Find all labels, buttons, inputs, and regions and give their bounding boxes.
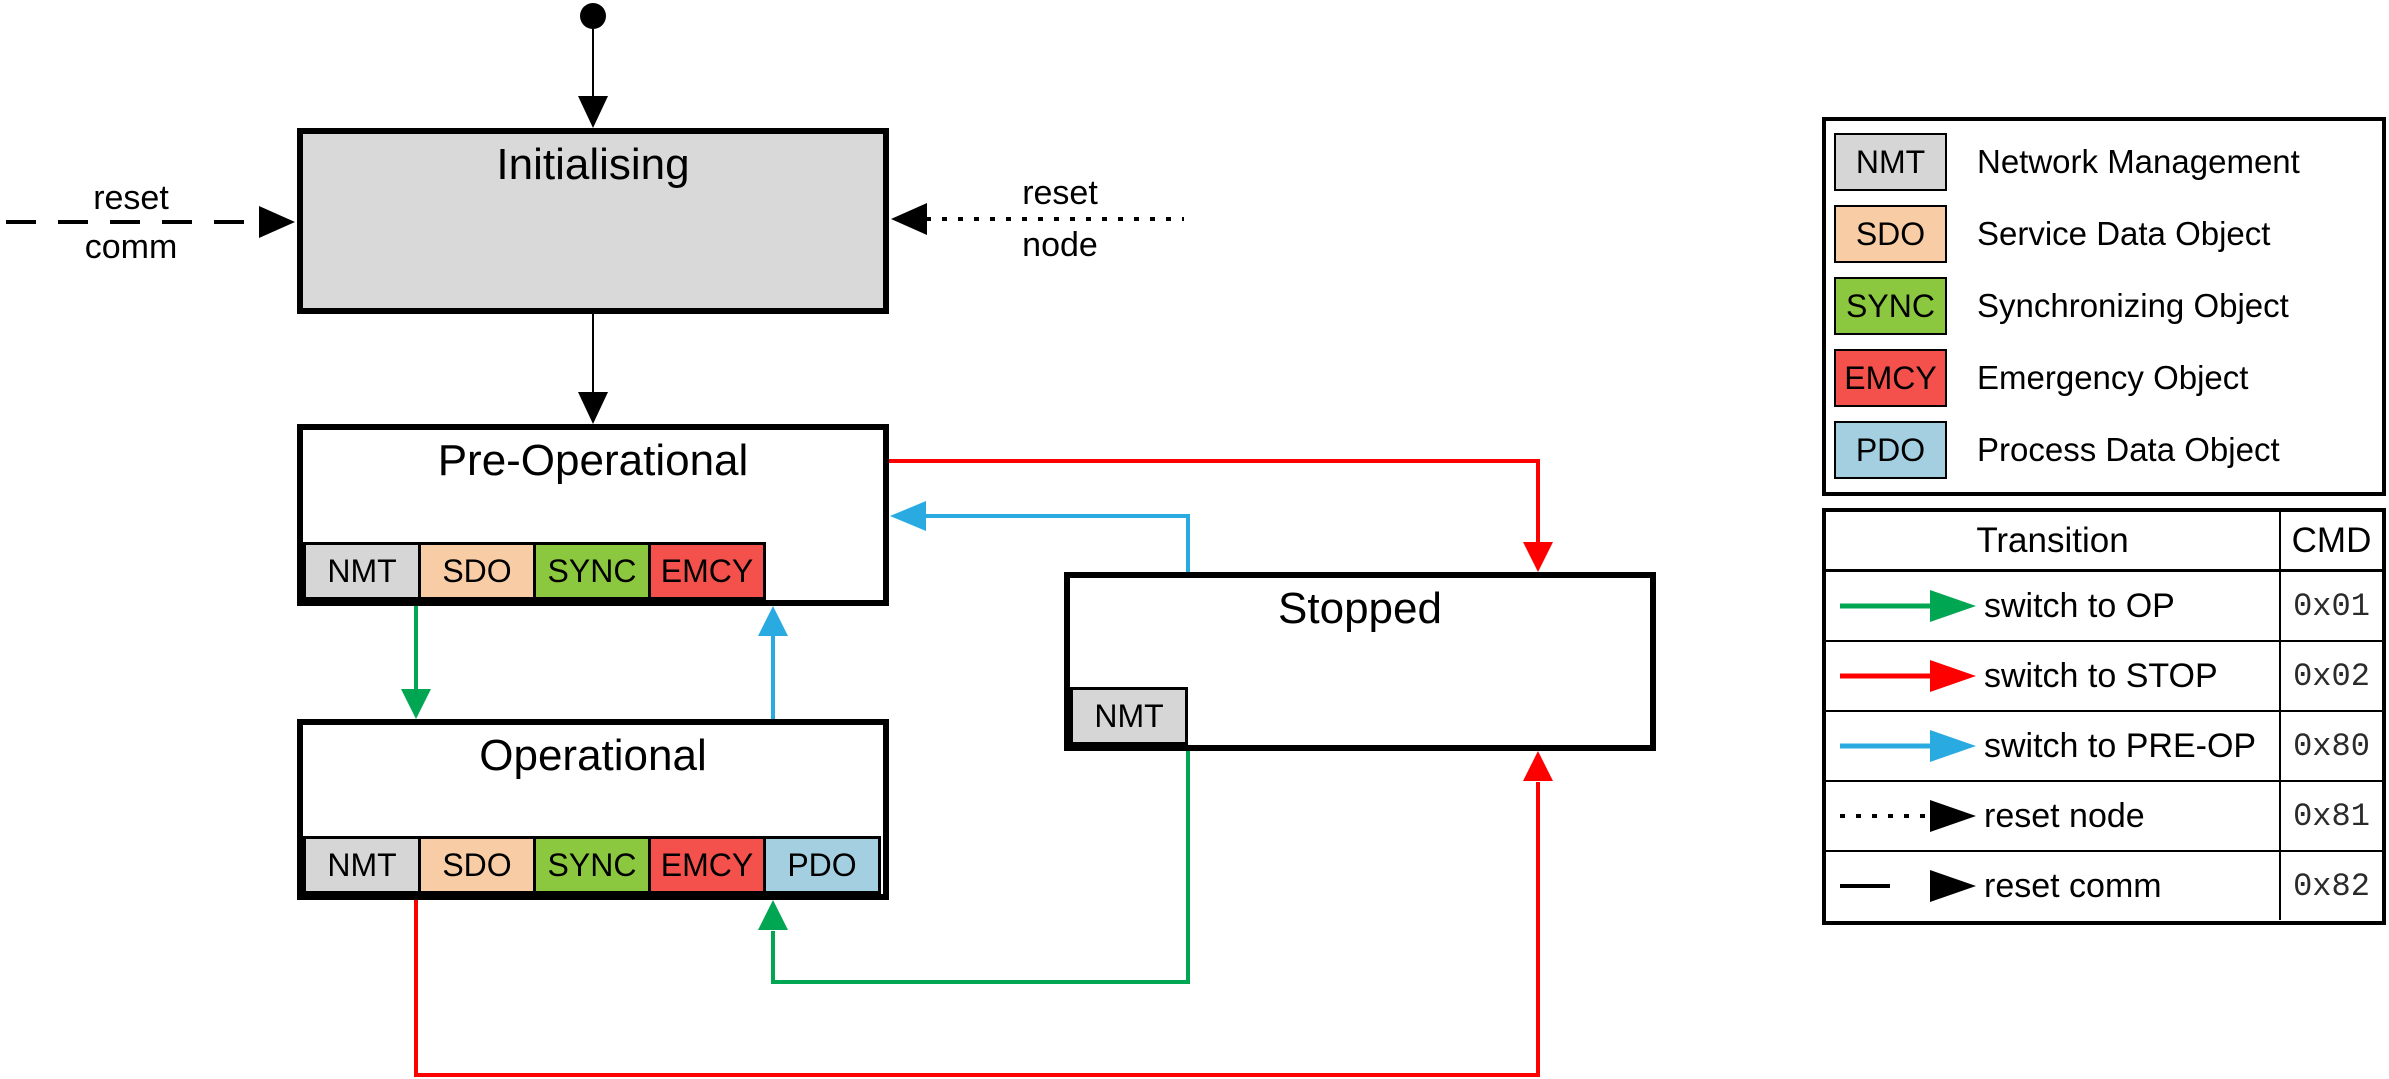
cmd-row-switch-to-op: switch to OP 0x01 bbox=[1826, 572, 2382, 640]
preop-to-stopped-arrow-head bbox=[1523, 542, 1553, 572]
red-arrow-icon bbox=[1840, 660, 1976, 692]
legend-desc-nmt: Network Management bbox=[1977, 143, 2300, 180]
legend-chip-emcy: EMCY bbox=[1834, 349, 1947, 407]
legend-chip-sync: SYNC bbox=[1834, 277, 1947, 335]
chip-emcy: EMCY bbox=[648, 836, 766, 894]
state-stopped-chips: NMT bbox=[1070, 687, 1188, 745]
dashed-arrow-icon bbox=[1840, 870, 1976, 902]
op-to-stopped-arrow-head bbox=[1523, 751, 1553, 781]
chip-pdo: PDO bbox=[763, 836, 881, 894]
cmd-row-label: reset node bbox=[1984, 796, 2145, 835]
reset-comm-label-line1: reset bbox=[93, 179, 169, 217]
reset-comm-label-line2: comm bbox=[84, 228, 178, 266]
state-pre-operational-chips: NMT SDO SYNC EMCY bbox=[303, 542, 766, 600]
legend-row-emcy: EMCY Emergency Object bbox=[1834, 349, 2382, 407]
dotted-arrow-icon bbox=[1840, 800, 1976, 832]
preop-to-stopped-line bbox=[889, 459, 1540, 544]
cmd-row-value: 0x82 bbox=[2293, 867, 2370, 905]
state-operational: Operational NMT SDO SYNC EMCY PDO bbox=[297, 719, 889, 900]
op-to-preop-arrow-head bbox=[758, 606, 788, 636]
legend-desc-pdo: Process Data Object bbox=[1977, 431, 2280, 468]
state-pre-operational-title: Pre-Operational bbox=[437, 436, 749, 485]
legend-chip-sdo: SDO bbox=[1834, 205, 1947, 263]
cmd-row-label: switch to PRE-OP bbox=[1984, 726, 2257, 765]
cmd-row-label: switch to STOP bbox=[1984, 656, 2218, 695]
stopped-to-op-line bbox=[771, 751, 1190, 984]
legend-row-sync: SYNC Synchronizing Object bbox=[1834, 277, 2382, 335]
initial-state-dot bbox=[580, 3, 606, 29]
legend-box: NMT Network Management SDO Service Data … bbox=[1822, 117, 2386, 496]
reset-node-arrow-head bbox=[891, 203, 927, 235]
chip-sdo: SDO bbox=[418, 836, 536, 894]
green-arrow-icon bbox=[1840, 590, 1976, 622]
reset-node-label-line2: node bbox=[1022, 226, 1098, 264]
stopped-to-preop-line bbox=[926, 514, 1190, 572]
cmd-table-header-cmd: CMD bbox=[2279, 512, 2382, 569]
chip-nmt: NMT bbox=[303, 542, 421, 600]
cmd-row-switch-to-stop: switch to STOP 0x02 bbox=[1826, 640, 2382, 710]
legend-row-sdo: SDO Service Data Object bbox=[1834, 205, 2382, 263]
state-operational-chips: NMT SDO SYNC EMCY PDO bbox=[303, 836, 881, 894]
state-stopped-title: Stopped bbox=[1278, 584, 1442, 633]
initial-arrow-head bbox=[578, 96, 608, 128]
blue-arrow-icon bbox=[1840, 730, 1976, 762]
chip-sync: SYNC bbox=[533, 542, 651, 600]
cmd-row-value: 0x01 bbox=[2293, 587, 2370, 625]
legend-desc-emcy: Emergency Object bbox=[1977, 359, 2249, 396]
cmd-row-reset-node: reset node 0x81 bbox=[1826, 780, 2382, 850]
state-pre-operational: Pre-Operational NMT SDO SYNC EMCY bbox=[297, 424, 889, 606]
cmd-row-label: reset comm bbox=[1984, 866, 2162, 905]
chip-nmt: NMT bbox=[1070, 687, 1188, 745]
chip-nmt: NMT bbox=[303, 836, 421, 894]
reset-node-label-line1: reset bbox=[1022, 174, 1098, 212]
stopped-to-op-arrow-head bbox=[758, 900, 788, 930]
cmd-row-switch-to-preop: switch to PRE-OP 0x80 bbox=[1826, 710, 2382, 780]
op-to-stopped-line bbox=[414, 782, 1540, 1077]
legend-chip-nmt: NMT bbox=[1834, 133, 1947, 191]
cmd-row-value: 0x02 bbox=[2293, 657, 2370, 695]
legend-desc-sync: Synchronizing Object bbox=[1977, 287, 2289, 324]
legend-desc-sdo: Service Data Object bbox=[1977, 215, 2271, 252]
cmd-row-value: 0x80 bbox=[2293, 727, 2370, 765]
chip-emcy: EMCY bbox=[648, 542, 766, 600]
legend-row-pdo: PDO Process Data Object bbox=[1834, 421, 2382, 479]
preop-to-op-arrow-head bbox=[401, 689, 431, 719]
state-stopped: Stopped NMT bbox=[1064, 572, 1656, 751]
state-initialising-title: Initialising bbox=[496, 140, 690, 189]
reset-comm-arrow-head bbox=[259, 206, 295, 238]
cmd-table-header: Transition CMD bbox=[1826, 512, 2382, 572]
state-operational-title: Operational bbox=[479, 731, 707, 780]
init-to-preop-arrow-head bbox=[578, 392, 608, 424]
cmd-row-reset-comm: reset comm 0x82 bbox=[1826, 850, 2382, 920]
cmd-row-value: 0x81 bbox=[2293, 797, 2370, 835]
legend-row-nmt: NMT Network Management bbox=[1834, 133, 2382, 191]
transition-cmd-table: Transition CMD switch to OP 0x01 switch … bbox=[1822, 508, 2386, 925]
cmd-row-label: switch to OP bbox=[1984, 586, 2175, 625]
state-initialising: Initialising bbox=[297, 128, 889, 314]
chip-sdo: SDO bbox=[418, 542, 536, 600]
cmd-table-header-transition: Transition bbox=[1976, 520, 2129, 560]
chip-sync: SYNC bbox=[533, 836, 651, 894]
stopped-to-preop-arrow-head bbox=[890, 501, 926, 531]
legend-chip-pdo: PDO bbox=[1834, 421, 1947, 479]
